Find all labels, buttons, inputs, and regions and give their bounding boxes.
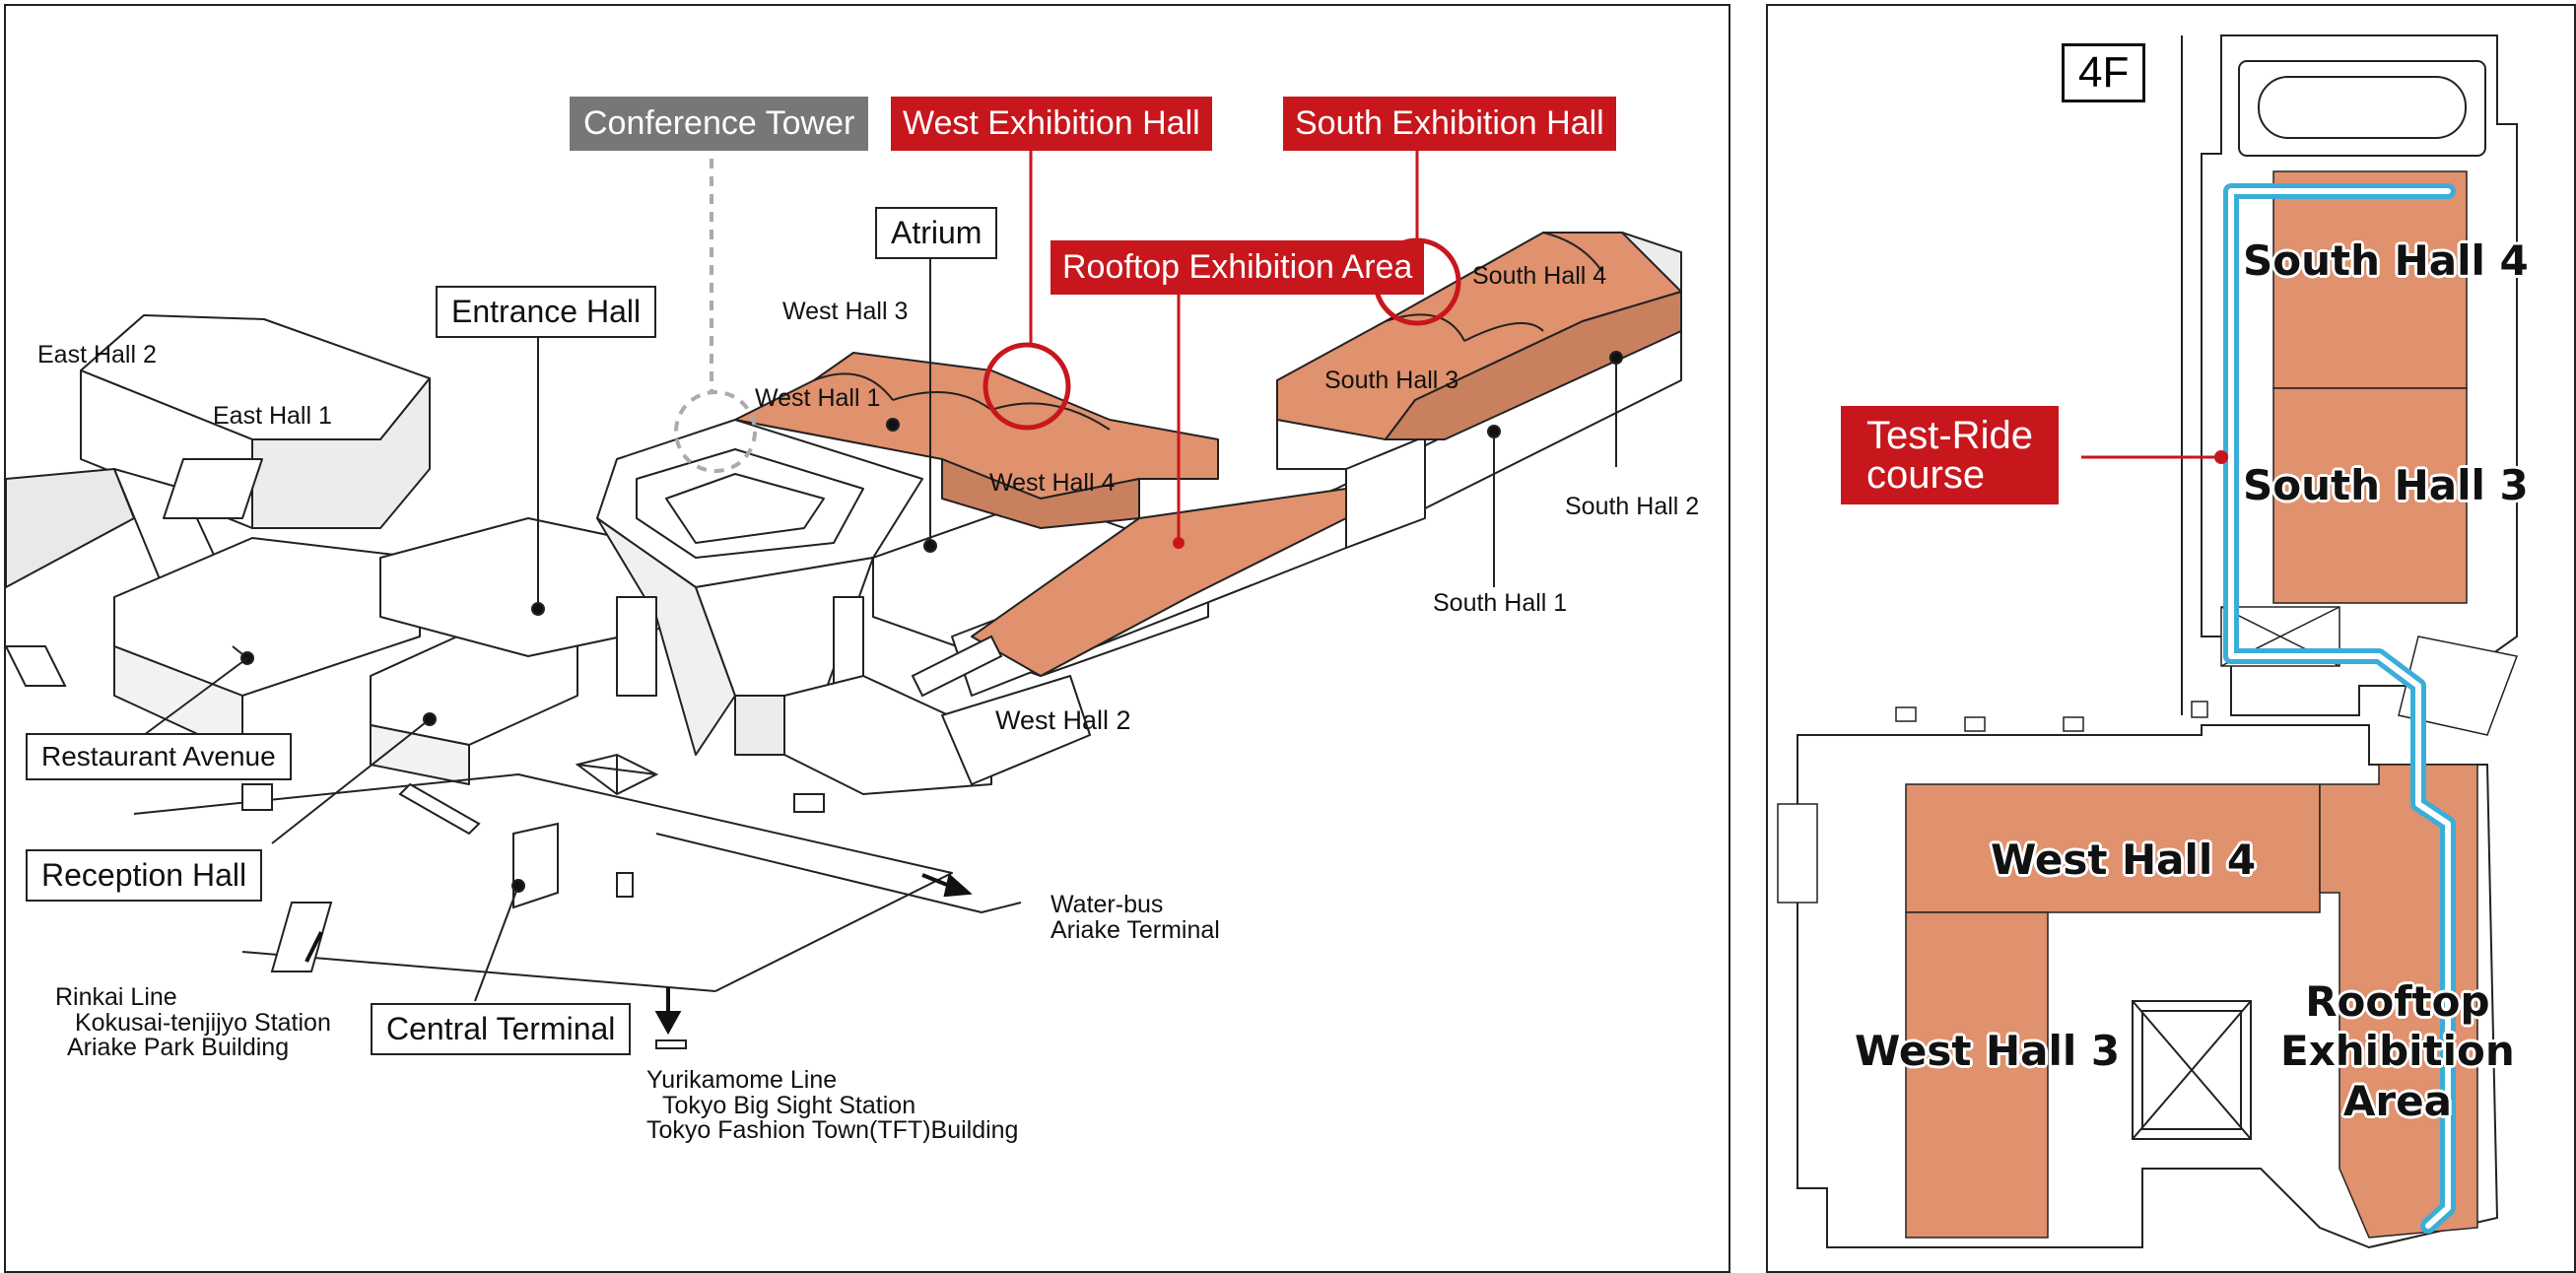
west-hall-4-fill xyxy=(1905,783,2321,913)
atrium-callout: Atrium xyxy=(875,207,998,259)
west-hall-1-label: West Hall 1 xyxy=(755,384,881,412)
rooftop-exhibition-area-callout: Rooftop Exhibition Area xyxy=(1051,240,1425,295)
water-bus-label: Water-bus Ariake Terminal xyxy=(1051,891,1220,944)
venue-3d-drawing xyxy=(6,146,1682,1049)
west-hall-3-label: West Hall 3 xyxy=(782,298,909,325)
test-ride-course-label: Test-Ride course xyxy=(1841,406,2059,504)
venue-3d-map: Conference Tower West Exhibition Hall So… xyxy=(4,4,1730,1273)
south-hall-1-label: South Hall 1 xyxy=(1433,589,1568,617)
west-hall-4-label: West Hall 4 xyxy=(989,469,1116,497)
conference-tower-callout: Conference Tower xyxy=(570,97,869,151)
floor-plan-drawing xyxy=(1777,34,2519,1249)
south-exhibition-hall-callout: South Exhibition Hall xyxy=(1283,97,1616,151)
south-hall-4-label: South Hall 4 xyxy=(1472,262,1607,290)
reception-hall-callout: Reception Hall xyxy=(26,849,263,902)
restaurant-avenue-callout: Restaurant Avenue xyxy=(26,733,292,780)
east-hall-2-label: East Hall 2 xyxy=(37,341,157,368)
rinkai-line-label: Rinkai Line Kokusai-tenjijyo Station Ari… xyxy=(55,983,331,1061)
central-terminal-callout: Central Terminal xyxy=(371,1003,632,1055)
south-hall-2-label: South Hall 2 xyxy=(1565,493,1700,520)
rooftop-fill xyxy=(2319,764,2478,1239)
floor-badge: 4F xyxy=(2062,43,2146,102)
entrance-hall-callout: Entrance Hall xyxy=(436,286,657,338)
west-hall-3-plan-label: West Hall 3 xyxy=(1855,1027,2121,1075)
south-hall-4-plan-label: South Hall 4 xyxy=(2243,236,2529,285)
yurikamome-line-label: Yurikamome Line Tokyo Big Sight Station … xyxy=(646,1066,1019,1144)
west-hall-2-label: West Hall 2 xyxy=(995,705,1131,735)
south-hall-3-plan-label: South Hall 3 xyxy=(2243,461,2529,509)
south-hall-3-fill xyxy=(2272,387,2468,604)
west-exhibition-hall-callout: West Exhibition Hall xyxy=(891,97,1212,151)
south-hall-3-label: South Hall 3 xyxy=(1324,367,1459,394)
south-hall-4-fill xyxy=(2272,170,2468,389)
west-hall-4-plan-label: West Hall 4 xyxy=(1991,836,2257,884)
west-hall-3-fill xyxy=(1905,911,2049,1239)
rooftop-area-shape xyxy=(971,488,1347,677)
rooftop-exhibition-plan-label: Rooftop Exhibition Area xyxy=(2280,977,2515,1125)
east-hall-1-label: East Hall 1 xyxy=(213,402,332,430)
floor-plan-4f: 4F Test-Ride course South Hall 4 South H… xyxy=(1766,4,2576,1273)
